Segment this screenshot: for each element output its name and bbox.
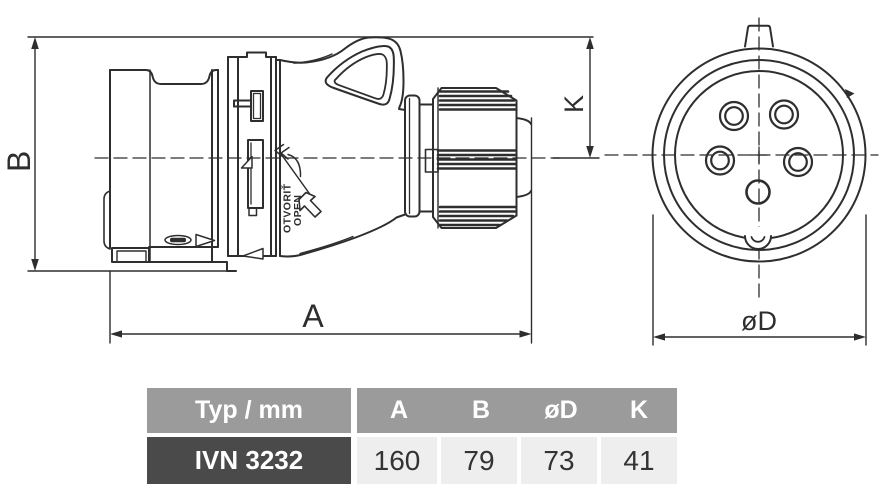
dimensions: B A K øD: [1, 36, 867, 346]
latch-tab-middle: [247, 139, 264, 209]
table-cell-b: 79: [441, 437, 517, 484]
table-header-row: Typ / mm A B øD K: [147, 388, 677, 433]
table-cell-d: 73: [521, 437, 597, 484]
open-direction-arrows: [274, 143, 322, 218]
plug-side-view: OTVORIŤ OPEN: [94, 36, 561, 272]
center-cross: [750, 146, 768, 164]
table-header-band: A B øD K: [357, 388, 677, 433]
latch-tab-top: [233, 99, 252, 108]
latch-slot: [164, 234, 192, 246]
plug-sleeve: [103, 69, 237, 272]
gland-ribs-middle: [436, 149, 517, 170]
gland-ribs-bottom: [438, 205, 517, 227]
table-header-a: A: [389, 396, 409, 424]
dim-label-d: øD: [741, 306, 777, 336]
table-cell-k: 41: [601, 437, 677, 484]
marking-open-local: OTVORIŤ: [281, 183, 294, 233]
table-header-k: K: [629, 396, 649, 424]
dim-label-k: K: [559, 95, 589, 113]
open-marking: OTVORIŤ OPEN: [274, 143, 322, 233]
handle-cutout: [324, 45, 395, 106]
table-header-type: Typ / mm: [147, 388, 351, 433]
dim-label-b: B: [1, 151, 37, 172]
flange: [404, 94, 434, 218]
table-header-b: B: [471, 396, 491, 424]
mold-arrow-right: [195, 233, 216, 248]
table-header-d: øD: [544, 396, 578, 424]
drawing-canvas: OTVORIŤ OPEN: [1, 17, 879, 346]
plug-body: [275, 36, 406, 258]
top-tab: [744, 24, 774, 48]
dimension-b: B: [1, 37, 39, 271]
rim-mark: [845, 89, 855, 98]
pilot-hole: [745, 179, 771, 205]
pin-holes: [704, 99, 814, 205]
keyway-notch: [744, 227, 772, 250]
plug-front-view: [604, 17, 879, 303]
dim-label-a: A: [302, 298, 324, 334]
dimension-d: øD: [653, 306, 866, 341]
dimension-k: K: [559, 37, 594, 158]
table-cell-a: 160: [357, 437, 437, 484]
table-cell-type: IVN 3232: [147, 437, 351, 484]
mold-arrow-left: [242, 247, 264, 260]
table-row: IVN 3232 160 79 73 41: [147, 437, 677, 484]
dimensions-table: Typ / mm A B øD K IVN 3232 160 79 73 41: [147, 388, 677, 484]
dimension-a: A: [110, 298, 532, 338]
locking-ring: [227, 51, 277, 260]
gland-ribs-top: [438, 90, 517, 111]
